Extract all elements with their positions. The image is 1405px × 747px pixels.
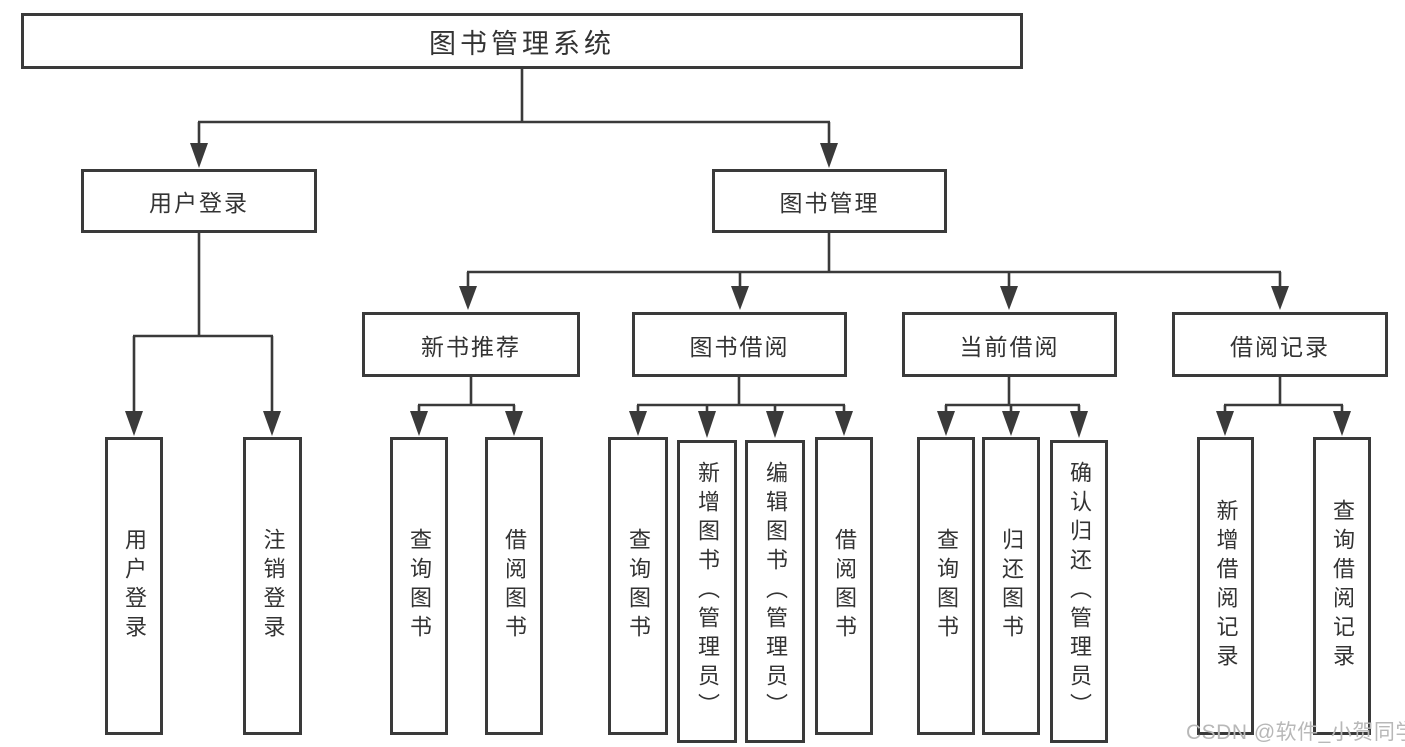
node-logout: 注销登录 <box>243 437 302 735</box>
node-return-books: 归还图书 <box>982 437 1040 735</box>
node-user-login: 用户登录 <box>81 169 317 233</box>
watermark: CSDN @软件_小贺同学 <box>1186 721 1405 744</box>
node-query-books-current: 查询图书 <box>917 437 975 735</box>
node-add-borrow-record: 新增借阅记录 <box>1197 437 1254 735</box>
node-query-books-borrowing: 查询图书 <box>608 437 668 735</box>
node-borrow-books-borrowing: 借阅图书 <box>815 437 873 735</box>
node-borrowing-records: 借阅记录 <box>1172 312 1388 377</box>
node-borrow-books-recommend: 借阅图书 <box>485 437 543 735</box>
node-query-borrow-record: 查询借阅记录 <box>1313 437 1371 735</box>
node-book-borrowing: 图书借阅 <box>632 312 847 377</box>
node-new-book-recommendation: 新书推荐 <box>362 312 580 377</box>
node-confirm-return-admin: 确认归还（管理员） <box>1050 440 1108 743</box>
node-current-borrowing: 当前借阅 <box>902 312 1117 377</box>
node-library-management-system: 图书管理系统 <box>21 13 1023 69</box>
node-add-books-admin: 新增图书（管理员） <box>677 440 737 743</box>
node-book-management: 图书管理 <box>712 169 947 233</box>
node-query-books-recommend: 查询图书 <box>390 437 448 735</box>
node-user-login-leaf: 用户登录 <box>105 437 163 735</box>
node-edit-books-admin: 编辑图书（管理员） <box>745 440 805 743</box>
